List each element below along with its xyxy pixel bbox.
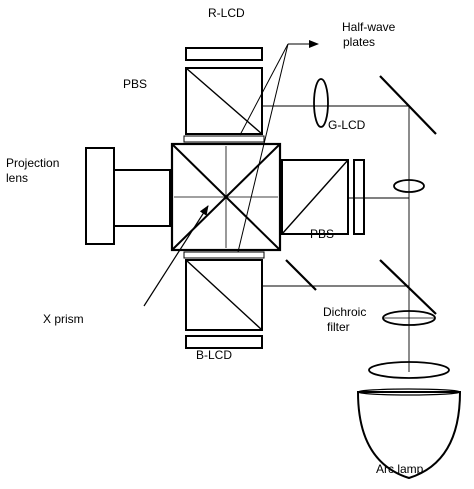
lamp-lens: [368, 361, 450, 379]
b-lcd-label: B-LCD: [196, 348, 233, 362]
g-lcd-label: G-LCD: [328, 118, 366, 132]
half-wave-plates-label-line1: Half-wave: [342, 20, 396, 34]
half-wave-plates-leaders: [237, 40, 319, 253]
projection-lens-label-line1: Projection: [6, 156, 60, 170]
dichroic-mirror-top: [379, 75, 437, 135]
r-lcd-label: R-LCD: [208, 6, 245, 20]
half-wave-plate-top: [183, 135, 265, 143]
r-lcd-panel: [185, 47, 263, 61]
pbs-right-label: PBS: [310, 227, 335, 241]
half-wave-plates-label-line2: plates: [343, 35, 376, 49]
b-lcd-panel: [185, 335, 263, 349]
pbs-right: [281, 159, 349, 235]
dichroic-mirror-bottom: [379, 259, 437, 315]
dichroic-filter: [285, 259, 317, 291]
arc-lamp-label: Arc lamp: [376, 462, 424, 476]
pbs-top: [185, 67, 263, 135]
relay-lens-top: [313, 78, 329, 128]
condenser-lens: [382, 310, 436, 326]
projection-lens-label-line2: lens: [6, 171, 29, 185]
x-prism-pointer: [143, 205, 209, 307]
g-lcd-panel: [353, 159, 365, 235]
pbs-top-label: PBS: [123, 77, 148, 91]
half-wave-plate-bottom: [183, 251, 265, 259]
projection-lens: [85, 147, 171, 245]
arc-lamp: [356, 388, 462, 480]
x-prism: [170, 142, 282, 252]
pbs-bottom: [185, 259, 263, 331]
relay-lens-middle: [393, 179, 425, 193]
dichroic-filter-label-line1: Dichroic: [323, 305, 367, 319]
light-paths: [262, 105, 410, 372]
x-prism-label: X prism: [43, 312, 84, 326]
dichroic-filter-label-line2: filter: [327, 320, 350, 334]
